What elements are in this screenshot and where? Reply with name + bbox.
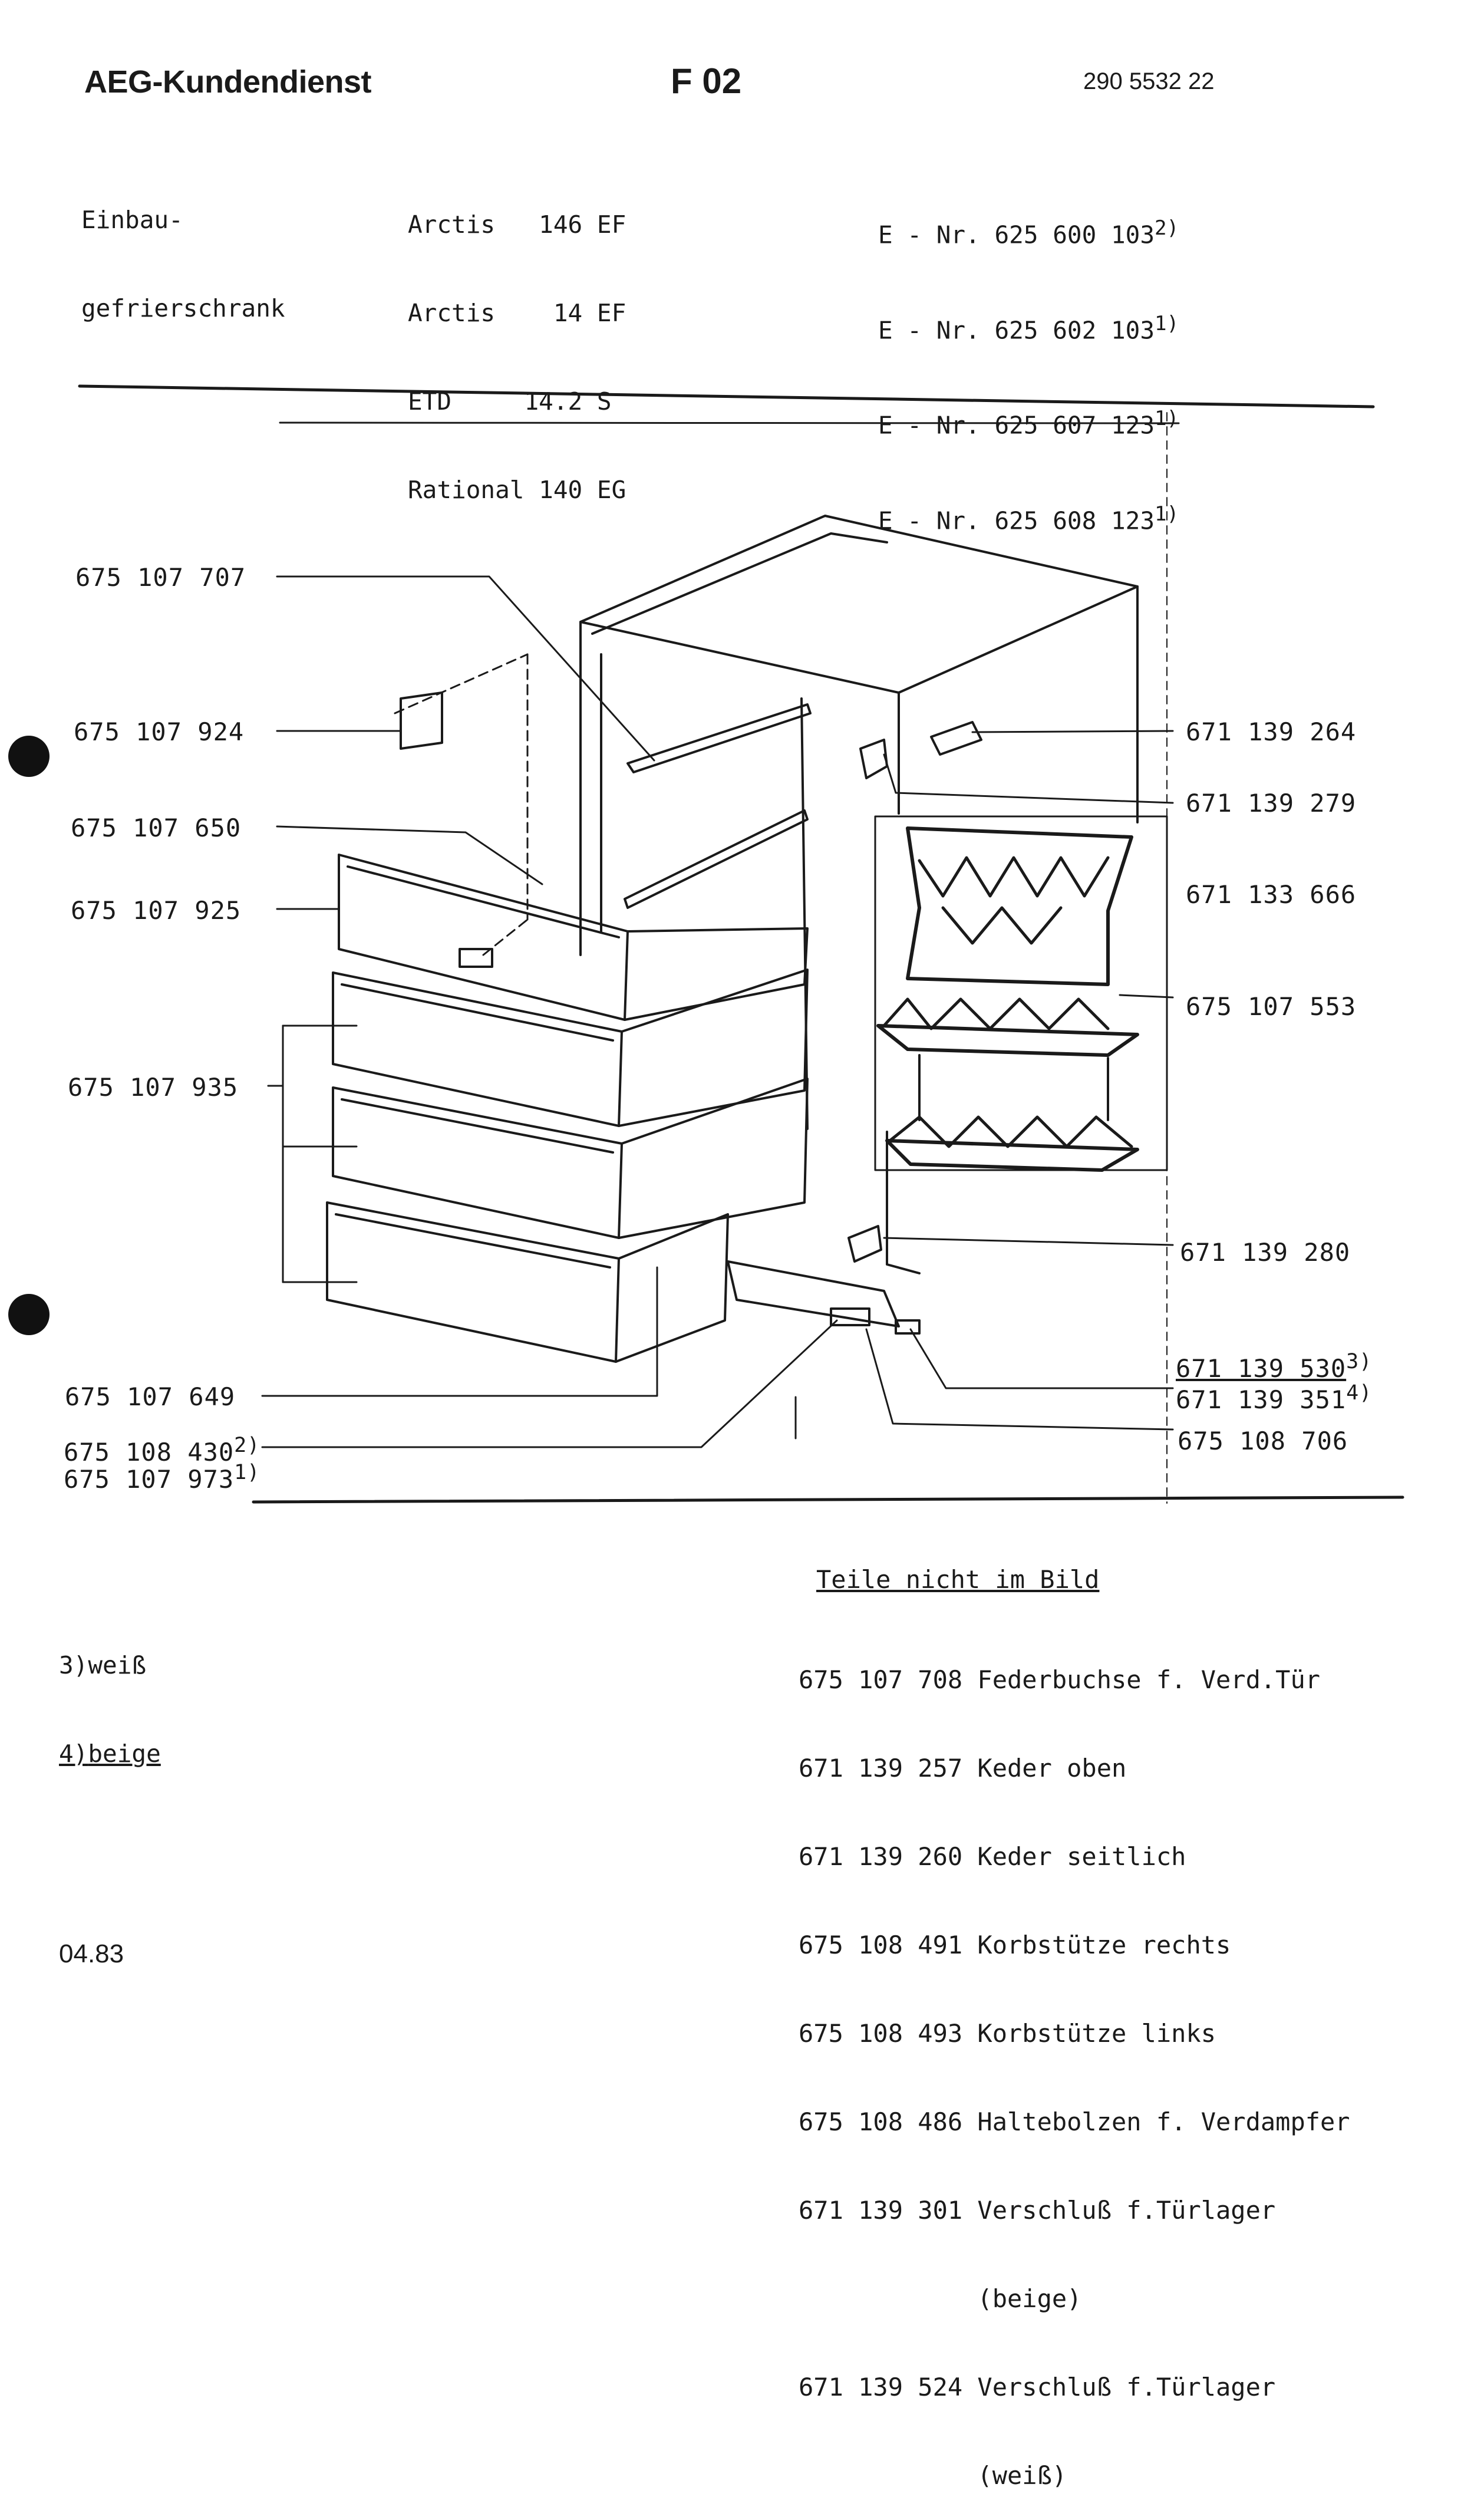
part-number-callout: 675 107 924 [74, 717, 245, 746]
footnote-marker: 4) [59, 1740, 88, 1768]
list-item: 675 108 493 Korbstütze links [799, 2019, 1216, 2048]
list-item: 671 139 301 Verschluß f.Türlager [799, 2196, 1276, 2225]
hinge-bracket [895, 1319, 921, 1335]
footnote-marker: 1) [234, 1461, 260, 1484]
leader-lines [261, 575, 1174, 1448]
part-number-callout: 675 107 935 [68, 1073, 239, 1102]
part-number-callout: 675 107 9731) [64, 1461, 260, 1494]
appliance-type: Einbau- gefrierschrank [81, 146, 285, 353]
part-number-callout: 671 139 279 [1186, 789, 1357, 818]
drawer-label [459, 948, 493, 968]
footnote-marker: 2) [1155, 216, 1179, 240]
drawer-middle-1 [332, 969, 809, 1127]
part-number-callout: 675 107 707 [75, 563, 246, 592]
part-number: 675 107 973 [64, 1465, 235, 1494]
part-number-callout: 675 107 925 [71, 896, 242, 925]
middle-rail [624, 809, 809, 909]
clip-part [400, 691, 443, 750]
part-number-callout: 675 108 706 [1178, 1427, 1348, 1455]
e-number-list: E - Nr. 625 600 1032) E - Nr. 625 602 10… [878, 154, 1179, 565]
footnote-marker: 3) [59, 1651, 88, 1679]
list-item: 671 139 524 Verschluß f.Türlager [799, 2373, 1276, 2402]
color-note: 3)weiß [59, 1651, 161, 1680]
model-item: Rational 140 EG [408, 476, 626, 504]
part-number-callout: 671 139 280 [1180, 1238, 1351, 1267]
door-hinge-upper [859, 739, 888, 779]
list-item: (weiß) [799, 2461, 1067, 2490]
brand-title: AEG-Kundendienst [84, 64, 372, 100]
part-number-callout: 675 108 4302) [64, 1434, 260, 1467]
drawer-bottom [326, 1201, 729, 1363]
model-item: Arctis 146 EF [408, 210, 626, 239]
separator-rule [78, 384, 1375, 409]
e-number-item: E - Nr. 625 607 1231) [878, 404, 1179, 440]
e-number-label: E - Nr. 625 607 123 [878, 411, 1155, 440]
footnote-marker: 2) [234, 1434, 260, 1457]
part-number-callout: 675 107 650 [71, 813, 242, 842]
list-item: 675 107 708 Federbuchse f. Verd.Tür [799, 1665, 1321, 1694]
part-number: 675 108 430 [64, 1438, 235, 1467]
exploded-view-drawing [78, 384, 1404, 1504]
part-number-callout: 671 139 3514) [1176, 1381, 1372, 1414]
footnote-marker: 1) [1155, 311, 1179, 335]
part-number-callout: 671 133 666 [1186, 880, 1357, 909]
e-number-label: E - Nr. 625 602 103 [878, 316, 1155, 345]
lock-plate [830, 1307, 870, 1326]
punch-hole-bottom [8, 1294, 50, 1335]
lower-rail [727, 1260, 900, 1327]
list-item: 671 139 260 Keder seitlich [799, 1842, 1186, 1871]
part-number-callout: 671 139 264 [1186, 717, 1357, 746]
part-number-callout: 675 107 649 [65, 1382, 236, 1411]
parts-not-shown-list: 675 107 708 Federbuchse f. Verd.Tür 671 … [799, 1606, 1350, 2520]
color-note-text: beige [88, 1740, 161, 1768]
cabinet-body [579, 515, 1139, 1274]
list-item: (beige) [799, 2284, 1082, 2313]
appliance-type-line2: gefrierschrank [81, 294, 285, 322]
separator-rule [252, 1495, 1404, 1504]
document-number: 290 5532 22 [1083, 68, 1215, 94]
color-note: 4)beige [59, 1739, 161, 1768]
list-item: 671 139 257 Keder oben [799, 1754, 1127, 1783]
e-number-item: E - Nr. 625 600 1032) [878, 213, 1179, 250]
footnote-marker: 3) [1346, 1350, 1373, 1373]
list-item: 675 108 491 Korbstütze rechts [799, 1931, 1231, 1959]
evaporator-frame [874, 815, 1168, 1172]
part-number: 671 139 351 [1176, 1385, 1347, 1414]
e-number-label: E - Nr. 625 600 103 [878, 220, 1155, 249]
color-notes: 3)weiß 4)beige [59, 1592, 161, 1798]
part-number-callout: 675 107 553 [1186, 992, 1357, 1021]
part-number: 671 139 530 [1176, 1354, 1347, 1383]
footnote-marker: 4) [1346, 1381, 1373, 1405]
model-item: Arctis 14 EF [408, 299, 626, 327]
door-hinge-lower [847, 1225, 882, 1263]
e-number-item: E - Nr. 625 602 1031) [878, 309, 1179, 345]
appliance-type-line1: Einbau- [81, 206, 183, 234]
color-note-text: weiß [88, 1651, 147, 1679]
punch-hole-top [8, 736, 50, 777]
hinge-cover [930, 721, 982, 756]
sheet-code: F 02 [671, 61, 742, 101]
upper-rail [626, 703, 812, 773]
drawer-middle-2 [332, 1078, 809, 1239]
e-number-label: E - Nr. 625 608 123 [878, 506, 1155, 535]
part-number-callout: 671 139 5303) [1176, 1350, 1372, 1383]
drawer-top [338, 854, 809, 1021]
list-item: 675 108 486 Haltebolzen f. Verdampfer [799, 2107, 1350, 2136]
parts-not-shown-title: Teile nicht im Bild [816, 1565, 1100, 1594]
footer-date: 04.83 [59, 1939, 124, 1968]
model-list: Arctis 146 EF Arctis 14 EF ETD 14.2 S Ra… [408, 151, 626, 534]
